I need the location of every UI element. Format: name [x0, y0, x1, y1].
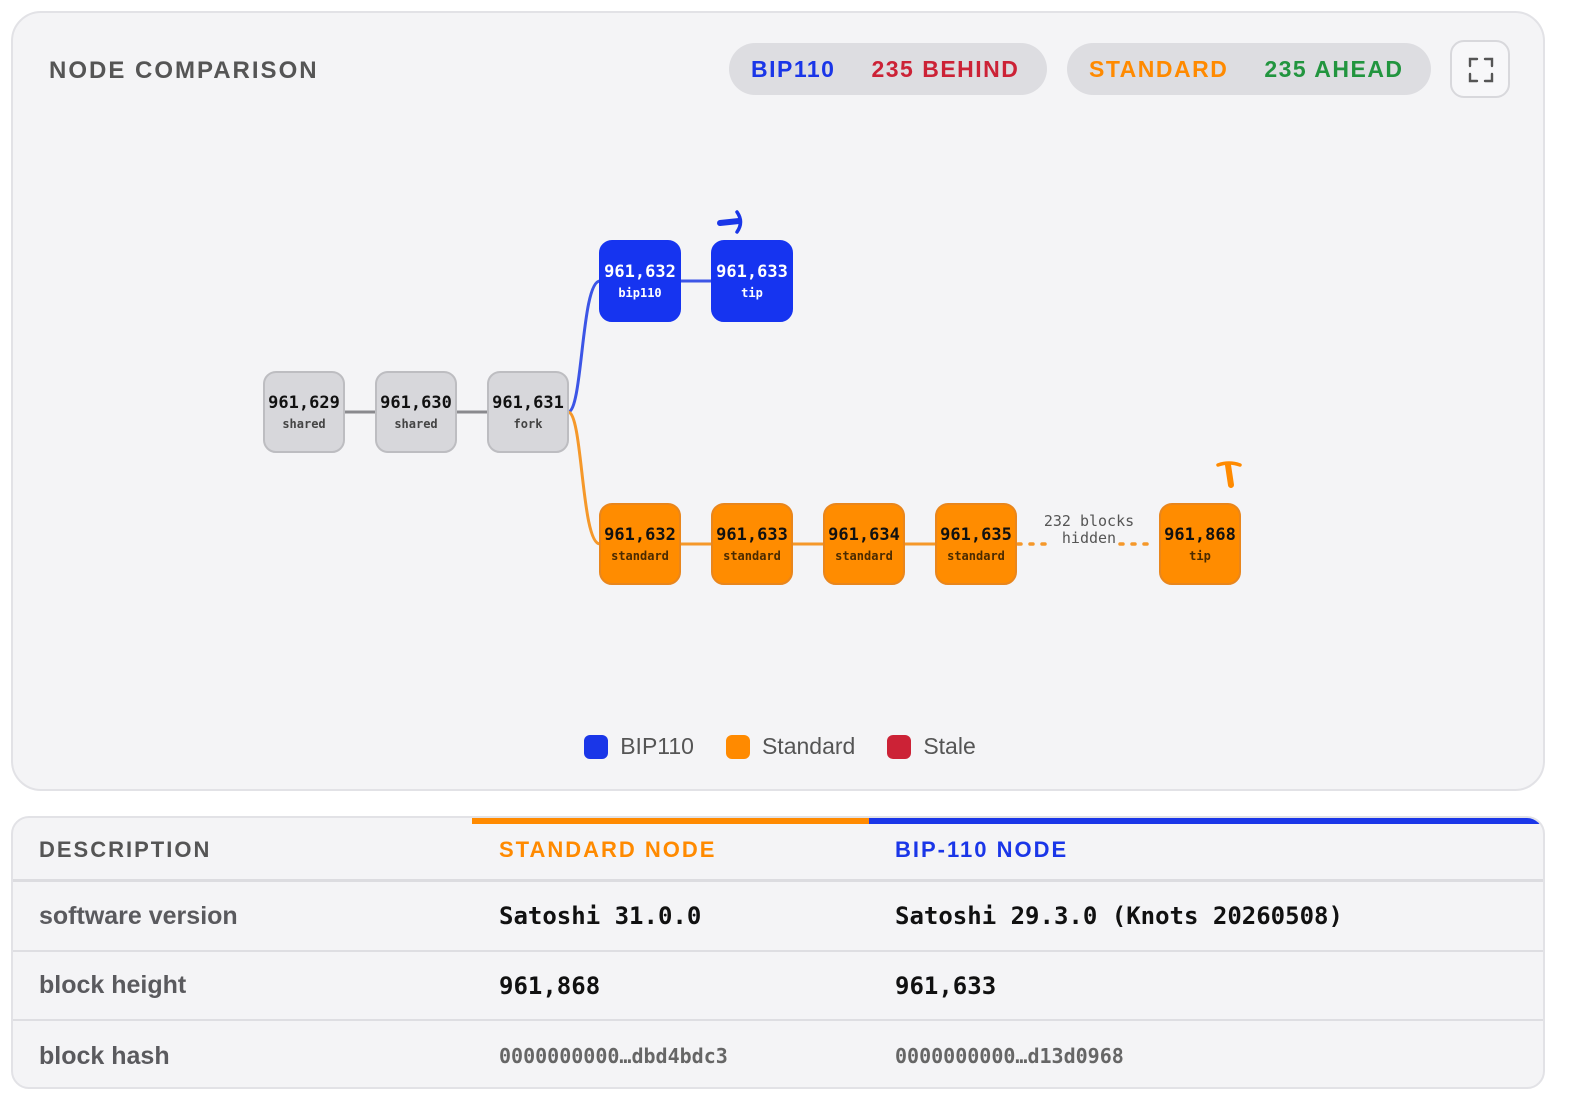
standard-value: Satoshi 31.0.0 [499, 902, 702, 930]
block-tag: standard [947, 549, 1005, 563]
legend-label: BIP110 [620, 733, 694, 759]
node-comparison-card: NODE COMPARISON BIP110 235 BEHIND STANDA… [11, 11, 1545, 791]
table-row: software version Satoshi 31.0.0 Satoshi … [13, 882, 1543, 952]
table-row: block hash 0000000000…dbd4bdc3 000000000… [13, 1021, 1543, 1087]
bip110-hash[interactable]: 0000000000…d13d0968 [895, 1044, 1124, 1068]
std-block-961634[interactable]: 961,634 standard [823, 503, 905, 585]
block-height: 961,629 [268, 393, 340, 413]
legend-swatch [887, 734, 912, 759]
pickaxe-icon [717, 210, 743, 234]
header-standard-node: STANDARD NODE [499, 836, 717, 862]
legend-label: Standard [761, 733, 856, 759]
legend-swatch [725, 734, 750, 759]
bip-block-961632[interactable]: 961,632 bip110 [599, 240, 681, 322]
row-label: block height [39, 971, 187, 999]
std-block-961868-tip[interactable]: 961,868 tip [1159, 503, 1241, 585]
legend-item-stale: Stale [887, 733, 976, 760]
link-fork-std [567, 410, 601, 546]
block-961629[interactable]: 961,629 shared [263, 371, 345, 453]
block-height: 961,633 [716, 525, 788, 545]
block-height: 961,635 [940, 525, 1012, 545]
standard-column-accent [472, 818, 869, 824]
bip-block-961633-tip[interactable]: 961,633 tip [711, 240, 793, 322]
expand-icon [1468, 57, 1494, 83]
standard-hash[interactable]: 0000000000…dbd4bdc3 [499, 1044, 728, 1068]
comparison-table: DESCRIPTION STANDARD NODE BIP-110 NODE s… [11, 816, 1545, 1089]
bip110-status-badge: BIP110 235 BEHIND [729, 43, 1047, 95]
legend: BIP110 Standard Stale [13, 733, 1547, 760]
bip110-badge-label: BIP110 [751, 55, 836, 82]
block-height: 961,631 [492, 393, 564, 413]
std-block-961632[interactable]: 961,632 standard [599, 503, 681, 585]
table-header-row: DESCRIPTION STANDARD NODE BIP-110 NODE [13, 818, 1543, 882]
std-block-961633[interactable]: 961,633 standard [711, 503, 793, 585]
card-title: NODE COMPARISON [49, 57, 319, 84]
block-tag: tip [1189, 549, 1211, 563]
pickaxe-icon [1216, 461, 1242, 488]
block-tag: standard [835, 549, 893, 563]
header-bip110-node: BIP-110 NODE [895, 836, 1069, 862]
link-fork-bip [567, 279, 601, 414]
block-height: 961,632 [604, 262, 676, 282]
fullscreen-button[interactable] [1450, 40, 1510, 98]
block-961630[interactable]: 961,630 shared [375, 371, 457, 453]
block-height: 961,868 [1164, 525, 1236, 545]
block-height: 961,632 [604, 525, 676, 545]
standard-badge-status: 235 AHEAD [1264, 55, 1404, 82]
legend-item-standard: Standard [725, 733, 856, 760]
hidden-word: hidden [1061, 529, 1117, 547]
table-row: block height 961,868 961,633 [13, 952, 1543, 1021]
block-tag: standard [723, 549, 781, 563]
block-height: 961,634 [828, 525, 900, 545]
standard-value: 961,868 [499, 971, 601, 1000]
legend-label: Stale [923, 733, 976, 759]
standard-status-badge: STANDARD 235 AHEAD [1067, 43, 1431, 95]
block-tag: shared [282, 417, 326, 431]
block-tag: fork [513, 417, 543, 431]
bip110-value: Satoshi 29.3.0 (Knots 20260508) [895, 902, 1343, 930]
std-block-961635[interactable]: 961,635 standard [935, 503, 1017, 585]
row-label: software version [39, 901, 238, 930]
block-tag: bip110 [618, 286, 662, 300]
bip110-badge-status: 235 BEHIND [871, 55, 1020, 82]
block-tag: standard [611, 549, 669, 563]
standard-badge-label: STANDARD [1089, 55, 1229, 82]
row-label: block hash [39, 1041, 170, 1070]
hidden-blocks-label[interactable]: 232 blocks hidden [1029, 513, 1149, 547]
header-description: DESCRIPTION [39, 836, 212, 862]
block-tag: shared [394, 417, 438, 431]
block-tag: tip [741, 286, 763, 300]
block-height: 961,630 [380, 393, 452, 413]
hidden-count: 232 blocks [1043, 512, 1135, 530]
chain-graph [344, 210, 1242, 546]
legend-swatch [584, 734, 609, 759]
block-height: 961,633 [716, 262, 788, 282]
legend-item-bip110: BIP110 [584, 733, 694, 760]
bip110-column-accent [869, 818, 1543, 824]
bip110-value: 961,633 [895, 971, 997, 1000]
block-961631-fork[interactable]: 961,631 fork [487, 371, 569, 453]
